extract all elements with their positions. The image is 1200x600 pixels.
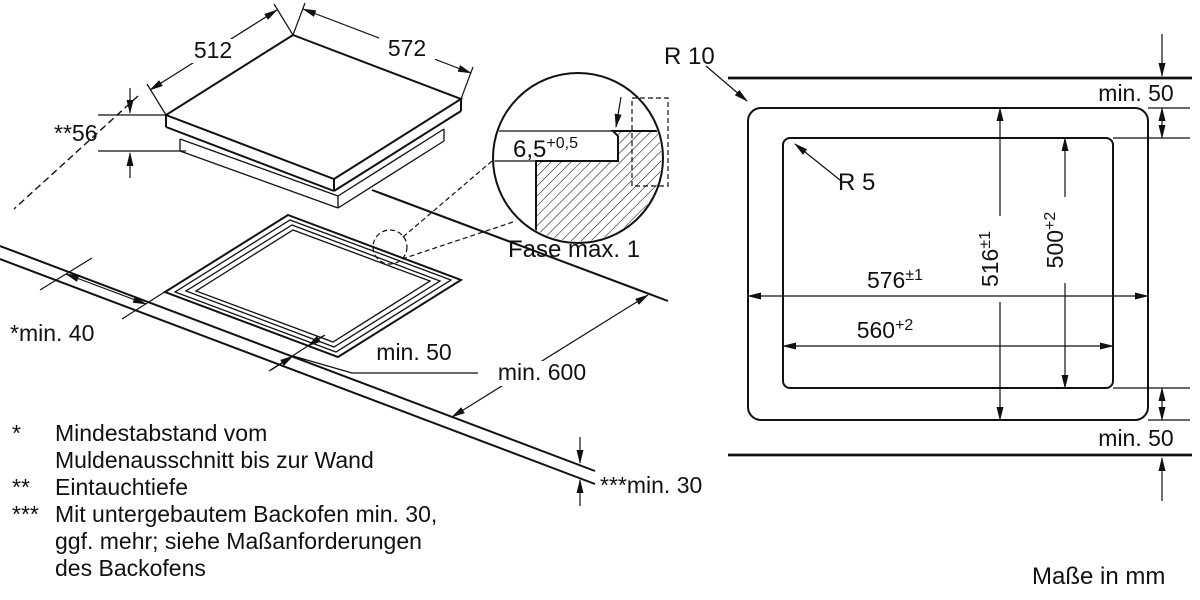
dim-wall-clearance-label: *min. 40 xyxy=(10,320,94,346)
dim-500-tolerance: +2 xyxy=(1042,212,1059,230)
units-note: Maße in mm xyxy=(1032,563,1165,590)
dim-560-value: 560 xyxy=(857,317,895,343)
body-top-left xyxy=(179,138,339,197)
detail-marker-circle xyxy=(372,229,408,265)
leader-min50 xyxy=(292,355,478,374)
dim-516-tolerance: ±1 xyxy=(977,231,994,249)
body-bottom-right xyxy=(337,140,445,209)
worktop-cutout xyxy=(162,213,464,359)
footnote-3-line1: Mit untergebautem Backofen min. 30, xyxy=(55,501,437,527)
cooktop-body xyxy=(179,128,445,209)
detail-leader-1 xyxy=(402,160,493,238)
dim-front-clearance-label: min. 50 xyxy=(376,339,451,365)
rebate-depth-tolerance: +0,5 xyxy=(546,135,578,152)
footnote-1-line2: Muldenausschnitt bis zur Wand xyxy=(55,447,374,473)
detail-section xyxy=(494,96,662,242)
dim-576-value: 576 xyxy=(867,267,905,293)
dim-576-label: 576±1 xyxy=(867,267,923,293)
footnote-1-marker: * xyxy=(12,420,21,446)
label-bg-572 xyxy=(379,37,435,61)
radius-inner-label: R 5 xyxy=(838,169,875,196)
rebate-depth-value: 6,5 xyxy=(513,136,546,163)
leader-r5 xyxy=(794,143,841,181)
rebate-depth-label: 6,5+0,5 xyxy=(513,135,578,163)
isometric-view: 512 572 **56 *min. 40 min. 50 xyxy=(0,2,702,506)
dim-insertion-label: **56 xyxy=(54,120,97,146)
dim-560-tolerance: +2 xyxy=(895,317,913,334)
radius-outer-label: R 10 xyxy=(664,43,715,70)
detail-leader-2 xyxy=(401,220,517,260)
arrow-min50-a xyxy=(307,335,324,347)
cutout-outer-rect xyxy=(747,107,1149,421)
dimline-min600 xyxy=(451,294,649,418)
footnote-3-line2: ggf. mehr; siehe Maßanforderungen xyxy=(55,528,422,554)
clearance-top-label: min. 50 xyxy=(1098,80,1173,106)
rebate-profile xyxy=(535,130,662,242)
dim-500-value: 500 xyxy=(1042,230,1068,268)
body-bottom-left xyxy=(179,150,339,209)
footnote-2-text: Eintauchtiefe xyxy=(55,474,188,500)
chamfer-note-label: Fase max. 1 xyxy=(508,236,640,263)
wall-projection-line xyxy=(13,95,139,210)
glass-bottom-left xyxy=(165,126,335,192)
ext-512-a xyxy=(146,83,167,116)
label-bg-516 xyxy=(974,216,1004,302)
dimline-min40 xyxy=(65,273,147,305)
footnote-3-marker: *** xyxy=(12,501,39,527)
footnote-2-marker: ** xyxy=(12,474,30,500)
dim-worktop-depth-label: min. 600 xyxy=(498,359,586,385)
dim-depth-label: 512 xyxy=(194,37,232,63)
cutout-step-2 xyxy=(173,219,453,353)
worktop-back-edge xyxy=(371,189,669,302)
dim-576-tolerance: ±1 xyxy=(905,267,923,284)
dim-560-label: 560+2 xyxy=(857,317,914,343)
dim-width-label: 572 xyxy=(388,35,426,61)
label-bg-min600 xyxy=(488,361,596,386)
dim-500-label: 500+2 xyxy=(1042,212,1068,269)
footnote-3-line3: des Backofens xyxy=(55,555,206,581)
ext-512-b xyxy=(273,3,294,36)
cutout-outer-step xyxy=(162,213,464,359)
detail-view: 6,5+0,5 Fase max. 1 xyxy=(492,72,669,263)
chamfer-arrow xyxy=(614,96,622,128)
dim-516-value: 516 xyxy=(977,249,1003,287)
dim-516-label: 516±1 xyxy=(977,231,1003,287)
cutout-inner-step xyxy=(194,229,432,343)
footnote-1-line1: Mindestabstand vom xyxy=(55,420,267,446)
label-bg-512 xyxy=(185,39,241,63)
body-top-right xyxy=(337,128,445,197)
cutout-inner-rect xyxy=(782,137,1114,389)
footnotes: * Mindestabstand vom Muldenausschnitt bi… xyxy=(12,420,437,581)
leader-r10 xyxy=(705,65,748,102)
glass-bottom-right xyxy=(333,110,462,192)
arrow-min50-b xyxy=(270,355,294,371)
iso-dimensions: 512 572 **56 *min. 40 min. 50 xyxy=(10,2,702,506)
ext-min40-cutout xyxy=(121,285,175,320)
detail-circle xyxy=(492,72,664,244)
glass-position-dashed xyxy=(631,97,669,187)
ext-572-a xyxy=(292,2,306,36)
worktop-section-hatch xyxy=(536,131,662,242)
cutout-top-view: R 10 R 5 516±1 500+2 576±1 560+2 min. 50… xyxy=(664,34,1192,501)
clearance-bottom-label: min. 50 xyxy=(1098,425,1173,451)
label-bg-500 xyxy=(1039,197,1069,283)
cutout-step-3 xyxy=(184,224,442,348)
dim-oven-clearance-label: ***min. 30 xyxy=(600,472,702,498)
